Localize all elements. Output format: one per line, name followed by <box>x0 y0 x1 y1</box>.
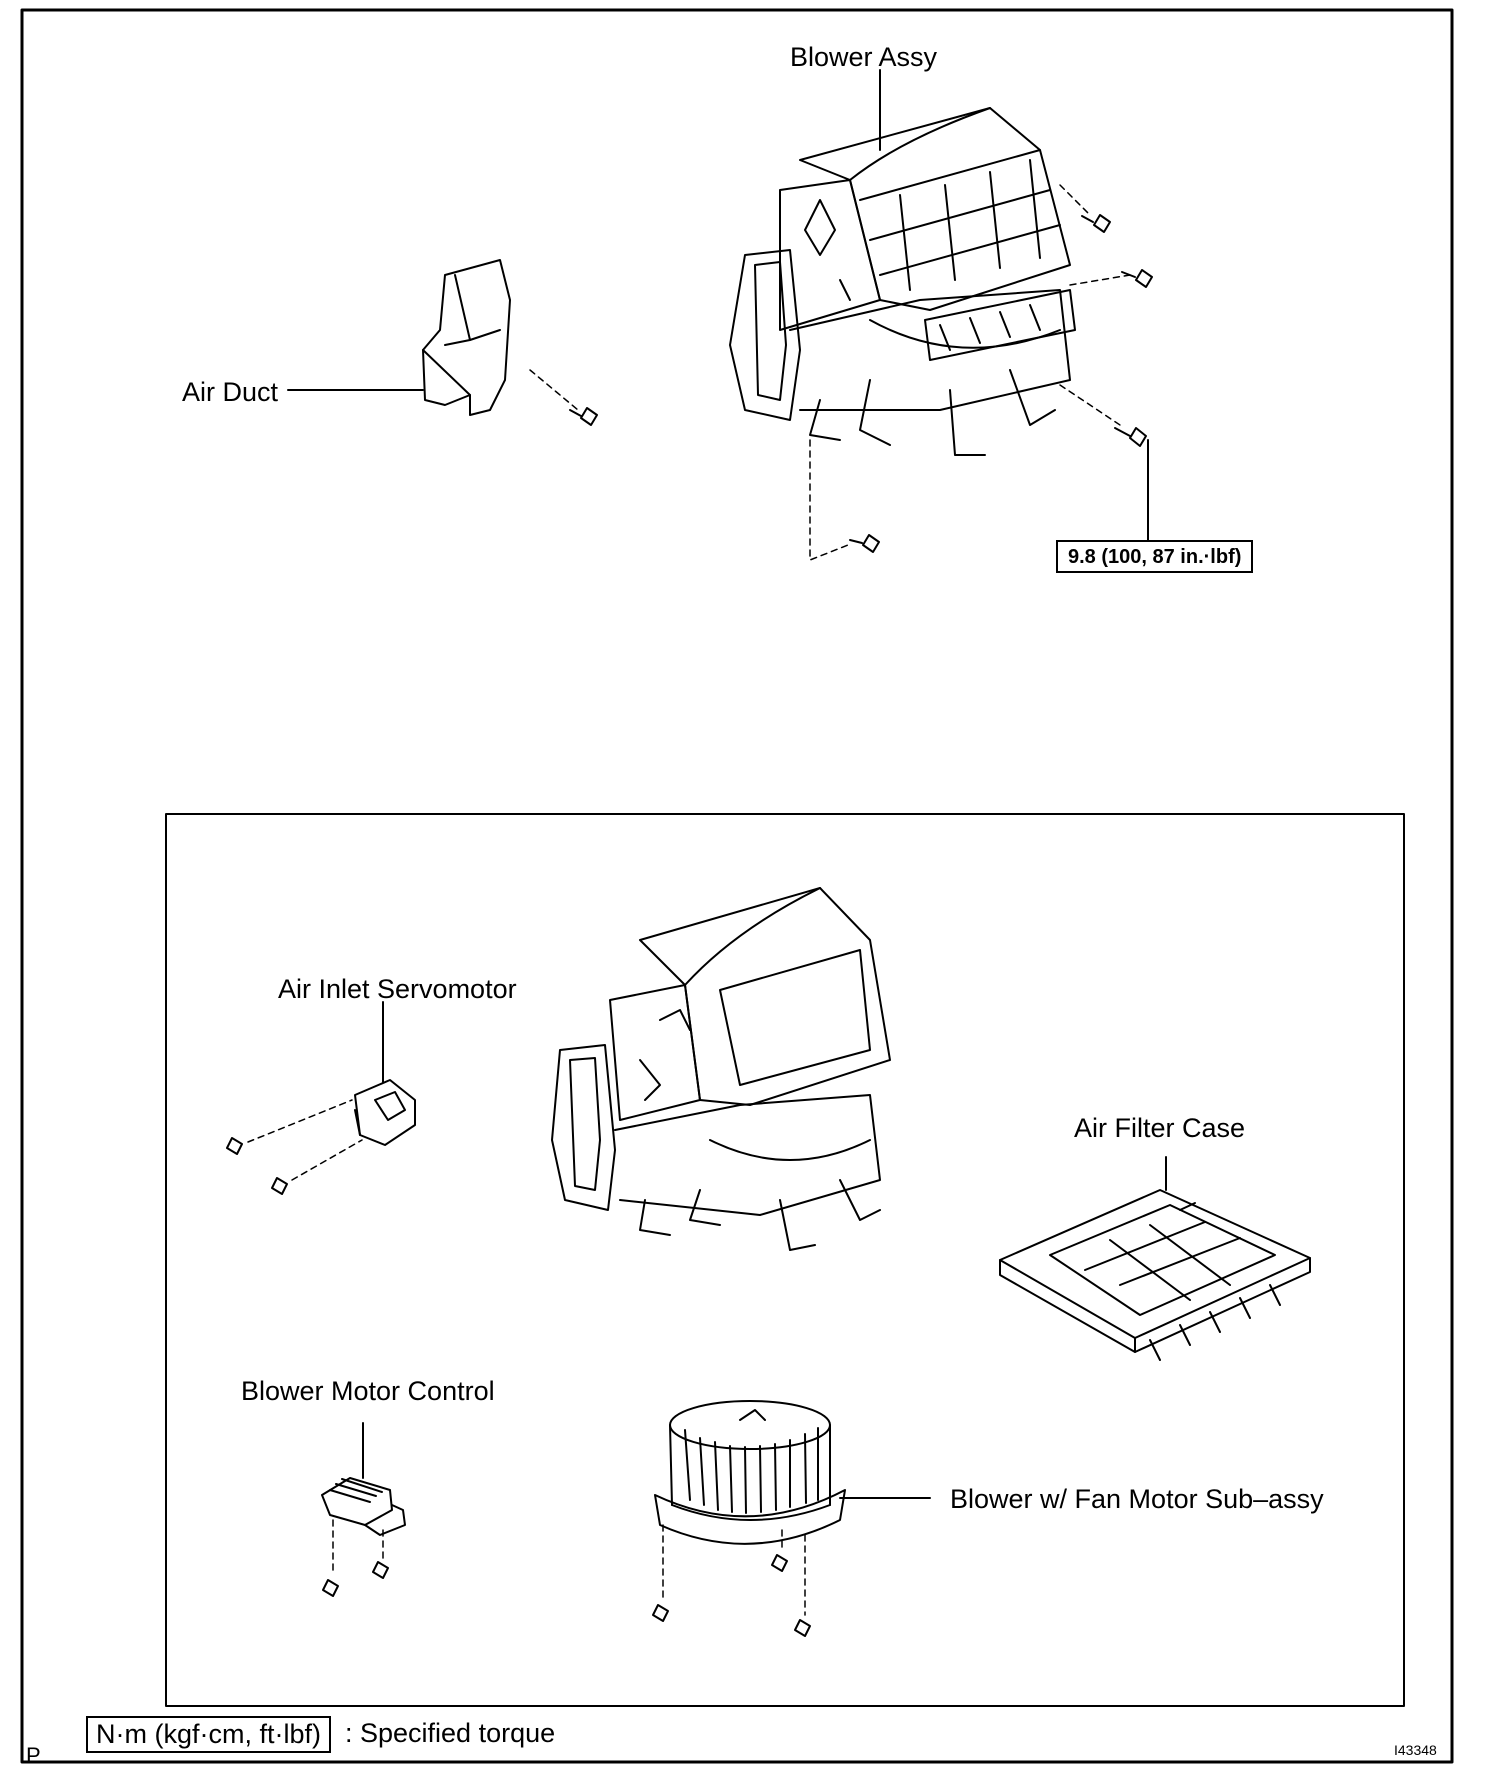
top-guides <box>529 184 1131 561</box>
label-blower-assy: Blower Assy <box>790 42 938 72</box>
control-screws <box>322 1561 389 1597</box>
label-air-filter-case: Air Filter Case <box>1074 1113 1246 1143</box>
label-air-duct: Air Duct <box>182 377 279 407</box>
air-duct-drawing <box>422 259 511 416</box>
legend-text: : Specified torque <box>345 1718 556 1748</box>
outer-frame <box>20 8 1454 1764</box>
label-blower-motor-control: Blower Motor Control <box>241 1376 495 1406</box>
blower-housing-drawing <box>551 887 891 1251</box>
inner-box <box>165 813 1405 1707</box>
servomotor-drawing <box>354 1079 416 1146</box>
blower-assy-drawing <box>729 107 1076 456</box>
label-air-inlet-servomotor: Air Inlet Servomotor <box>278 974 517 1004</box>
servo-screws <box>226 1137 288 1195</box>
fan-motor-drawing <box>654 1400 846 1545</box>
blower-motor-control-drawing <box>321 1477 406 1536</box>
figure-id: I43348 <box>1394 1742 1437 1758</box>
air-filter-case-drawing <box>999 1189 1311 1361</box>
top-bolts <box>569 214 1153 553</box>
fan-screws <box>652 1554 811 1637</box>
label-blower-fan-motor: Blower w/ Fan Motor Sub–assy <box>950 1484 1324 1514</box>
footer-left-mark: P <box>26 1743 41 1768</box>
torque-spec-box: 9.8 (100, 87 in.·lbf) <box>1056 540 1254 573</box>
legend-unit-box: N·m (kgf·cm, ft·lbf) <box>86 1716 331 1753</box>
